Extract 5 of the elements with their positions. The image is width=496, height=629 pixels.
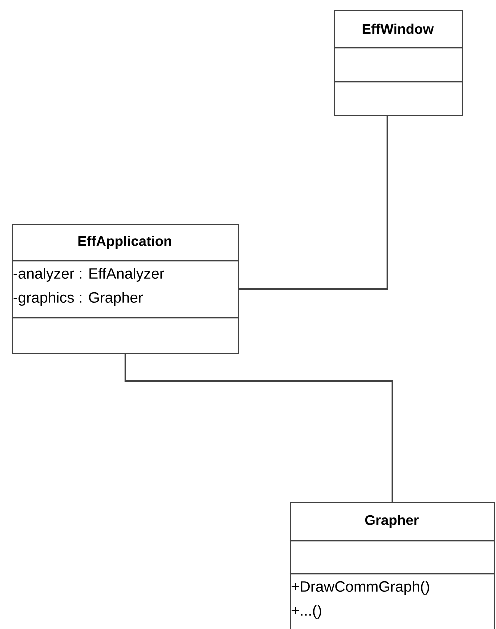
class-box: EffWindow <box>334 10 464 116</box>
association-line <box>124 354 394 502</box>
class-box: Grapher +DrawCommGraph() +...() <box>290 502 496 629</box>
class-box: EffApplication -analyzer : EffAnalyzer -graphics : Grapher <box>12 224 240 354</box>
association-line <box>239 116 388 290</box>
